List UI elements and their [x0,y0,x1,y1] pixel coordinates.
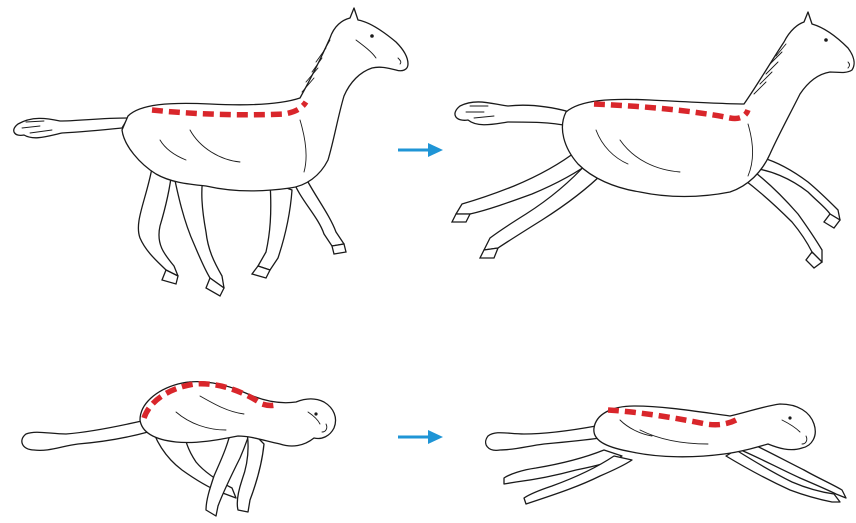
horse-2-eye [824,38,828,42]
horse-1-far-hind-leg [137,167,179,277]
arrow-right-icon [398,430,443,444]
cheetah-2-fore-legs [735,439,847,499]
cheetah-2-hind-legs [503,449,623,485]
horse-2-body [561,11,855,198]
horse-2-tail [454,101,571,127]
horse-2-mane [753,43,787,95]
horse-1-body [121,7,409,192]
cheetah-1-fore-legs [205,423,253,517]
horse-1-eye [370,34,374,38]
cheetah-1-eye [314,412,318,416]
cheetah-1-tail [21,419,149,452]
horse-2-far-fore-leg [751,155,841,221]
cheetah-1-spine-line [141,381,280,420]
horse-1-mane [301,39,331,93]
cheetah-2-spine-line [607,407,738,428]
horse-1-near-fore-leg [257,181,293,271]
cheetah-2-eye [788,416,792,420]
horse-1-tail [13,117,129,139]
horse-1-far-fore-leg [291,177,345,247]
cheetah-2-tail [485,425,601,451]
cheetah-extended [485,403,847,505]
cheetah-gathered [21,381,337,517]
horse-extended [450,11,855,269]
horse-2-spine-line [593,101,751,122]
horse-1-spine-line [151,100,309,118]
arrow-right-icon [398,143,443,157]
horse-gathered [13,7,409,297]
cheetah-2-body [593,403,816,458]
